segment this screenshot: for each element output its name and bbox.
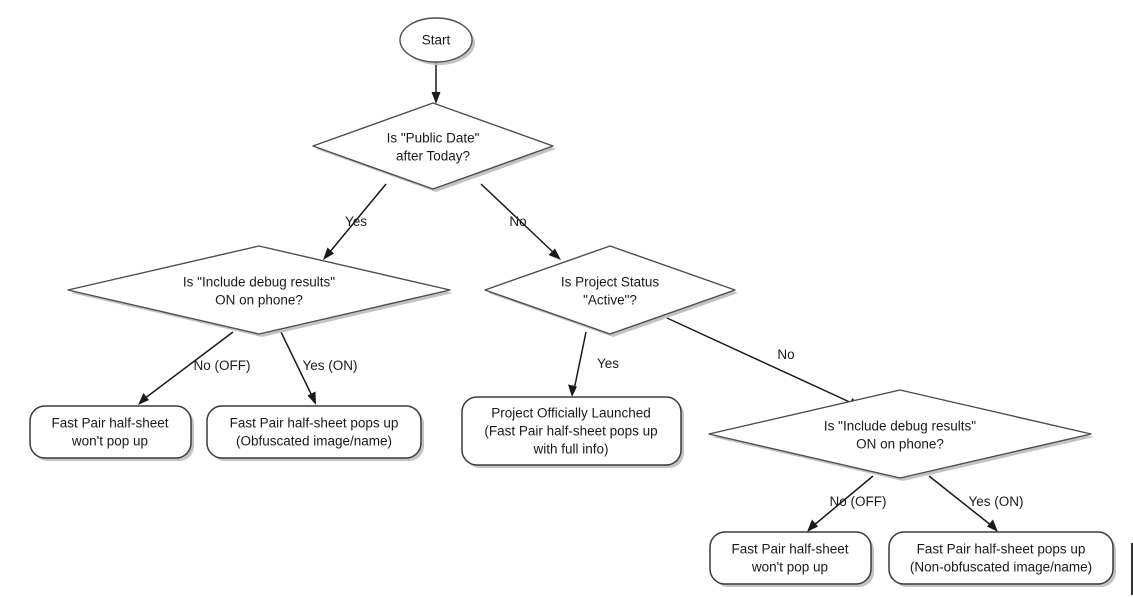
node-label-line1: Fast Pair half-sheet pops up	[917, 542, 1086, 557]
edge-line	[328, 183, 387, 254]
node-label-line2: ON on phone?	[856, 437, 944, 452]
edge-public-date-no: No	[480, 183, 561, 260]
node-decision-debug-right[interactable]: Is "Include debug results" ON on phone?	[708, 389, 1094, 481]
node-label-line2: won't pop up	[751, 560, 828, 575]
edge-project-status-no: No	[666, 317, 861, 408]
edge-debug-left-off: No (OFF)	[138, 331, 251, 405]
edge-label-yes-on-right: Yes (ON)	[968, 494, 1023, 509]
node-outcome-left-on[interactable]: Fast Pair half-sheet pops up (Obfuscated…	[206, 405, 424, 461]
edge-line	[928, 475, 993, 527]
node-label-line1: Fast Pair half-sheet	[51, 416, 168, 431]
node-label-line2: (Obfuscated image/name)	[236, 434, 392, 449]
arrowhead	[323, 247, 334, 260]
node-label-line2: after Today?	[396, 149, 470, 164]
edge-line	[143, 331, 234, 400]
node-label-line2: (Non-obfuscated image/name)	[910, 560, 1092, 575]
node-outline	[399, 17, 473, 63]
edge-label-no: No	[509, 214, 526, 229]
node-outcome-left-off[interactable]: Fast Pair half-sheet won't pop up	[29, 405, 194, 461]
edge-debug-left-on: Yes (ON)	[280, 331, 358, 405]
node-label-line2: (Fast Pair half-sheet pops up	[484, 424, 657, 439]
arrowhead	[987, 519, 998, 532]
edge-label-no-off-right: No (OFF)	[830, 494, 887, 509]
node-label-line1: Is Project Status	[561, 275, 660, 290]
edge-label-yes: Yes	[345, 214, 367, 229]
edge-line	[280, 331, 314, 399]
node-label-line3: with full info)	[532, 442, 608, 457]
arrowhead	[431, 92, 441, 104]
node-outcome-right-on[interactable]: Fast Pair half-sheet pops up (Non-obfusc…	[888, 531, 1116, 587]
arrowhead	[807, 519, 818, 532]
node-label-line1: Project Officially Launched	[491, 406, 651, 421]
edge-public-date-yes: Yes	[323, 183, 387, 260]
node-label-line2: "Active"?	[583, 293, 637, 308]
arrowhead	[307, 391, 316, 405]
node-outcome-right-off[interactable]: Fast Pair half-sheet won't pop up	[709, 531, 874, 587]
edge-line	[573, 331, 587, 391]
node-label-line1: Is "Include debug results"	[824, 419, 976, 434]
node-label-line1: Fast Pair half-sheet	[731, 542, 848, 557]
edges-layer: Yes No No (OFF) Yes (ON)	[138, 62, 1024, 532]
edge-line	[666, 317, 855, 405]
node-label: Start	[422, 33, 451, 48]
node-outline	[67, 245, 451, 335]
node-outline	[29, 405, 192, 459]
node-outcome-project-launched[interactable]: Project Officially Launched (Fast Pair h…	[461, 396, 684, 468]
edge-label-no-debug-right: No	[777, 347, 794, 362]
node-label-line2: won't pop up	[71, 434, 148, 449]
arrowhead	[548, 248, 561, 260]
node-label-line2: ON on phone?	[215, 293, 303, 308]
node-label-line1: Is "Public Date"	[387, 131, 480, 146]
edge-label-no-off: No (OFF)	[194, 358, 251, 373]
edge-debug-right-on: Yes (ON)	[928, 475, 1024, 532]
node-decision-project-status[interactable]: Is Project Status "Active"?	[484, 245, 738, 337]
node-outline	[709, 531, 872, 585]
edge-label-yes-on: Yes (ON)	[302, 358, 357, 373]
node-label-line1: Is "Include debug results"	[183, 275, 335, 290]
arrowhead	[138, 393, 149, 405]
node-outline	[888, 531, 1114, 585]
page-edge-marker	[1131, 543, 1133, 595]
edge-debug-right-off: No (OFF)	[807, 475, 887, 532]
node-decision-debug-left[interactable]: Is "Include debug results" ON on phone?	[67, 245, 453, 337]
edge-start-to-public-date	[431, 62, 441, 104]
node-outline	[312, 102, 554, 190]
node-label-line1: Fast Pair half-sheet pops up	[230, 416, 399, 431]
edge-label-yes-launched: Yes	[597, 356, 619, 371]
nodes-layer: Start Is "Public Date" after Today? Is "…	[29, 17, 1116, 587]
edge-project-status-yes: Yes	[568, 331, 619, 397]
edge-line	[480, 183, 555, 254]
node-outline	[206, 405, 422, 459]
node-outline	[708, 389, 1092, 479]
node-outline	[484, 245, 736, 335]
node-outline	[461, 396, 682, 466]
edge-line	[812, 475, 874, 527]
arrowhead	[568, 384, 577, 397]
node-start[interactable]: Start	[399, 17, 475, 65]
node-decision-public-date[interactable]: Is "Public Date" after Today?	[312, 102, 556, 192]
